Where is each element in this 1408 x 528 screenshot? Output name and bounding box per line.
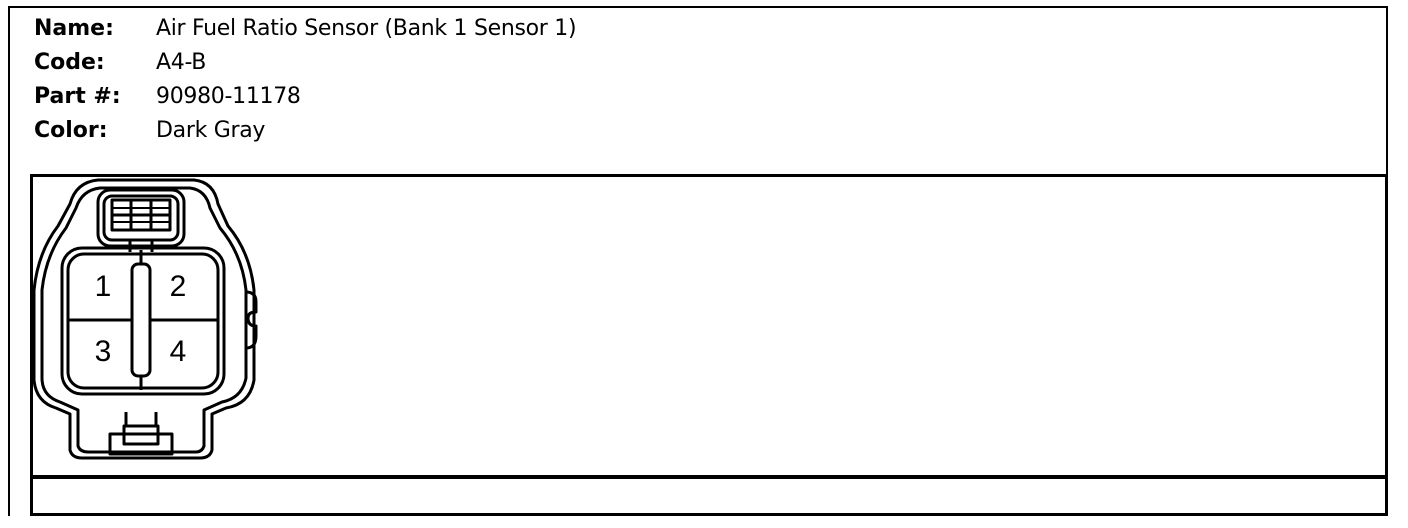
housing-inner-outline [40, 186, 248, 454]
housing-outline [32, 178, 256, 460]
bottom-key-outer [108, 432, 174, 456]
center-divider [130, 262, 152, 378]
pin-cavity-outer [60, 246, 226, 396]
pin-3-label: 3 [95, 335, 112, 368]
color-label: Color: [34, 118, 108, 143]
part-number-label: Part #: [34, 84, 121, 109]
footer-panel [30, 476, 1388, 516]
code-label: Code: [34, 50, 105, 75]
pin-4-label: 4 [170, 335, 187, 368]
color-value: Dark Gray [156, 118, 266, 143]
side-notch [245, 290, 258, 350]
code-value: A4-B [156, 50, 207, 75]
bottom-key-inner [122, 424, 160, 446]
name-label: Name: [34, 16, 114, 41]
part-number-value: 90980-11178 [156, 84, 301, 109]
pin-1-label: 1 [95, 270, 112, 303]
pin-2-label: 2 [170, 270, 187, 303]
lock-tab-outer [96, 188, 186, 248]
name-value: Air Fuel Ratio Sensor (Bank 1 Sensor 1) [156, 16, 577, 41]
lock-tab-inner [102, 194, 180, 242]
